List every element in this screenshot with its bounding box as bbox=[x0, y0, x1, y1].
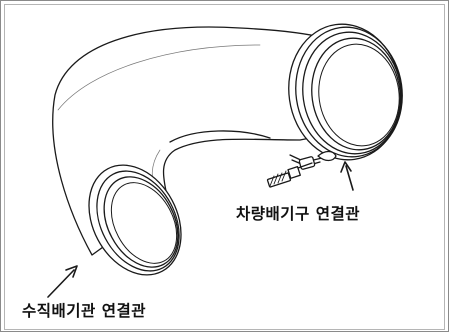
vehicle-pipe-flange bbox=[288, 23, 403, 161]
leader-arrow-vehicle bbox=[340, 161, 354, 191]
leader-arrow-vertical bbox=[47, 265, 78, 298]
vertical-exhaust-connection-label: 수직배기관 연결관 bbox=[22, 302, 146, 320]
vehicle-exhaust-connection-label: 차량배기구 연결관 bbox=[236, 205, 360, 223]
figure-inner-border bbox=[4, 4, 445, 330]
vertical-pipe-flange bbox=[88, 164, 182, 276]
clamp-bolt-icon bbox=[266, 162, 313, 188]
